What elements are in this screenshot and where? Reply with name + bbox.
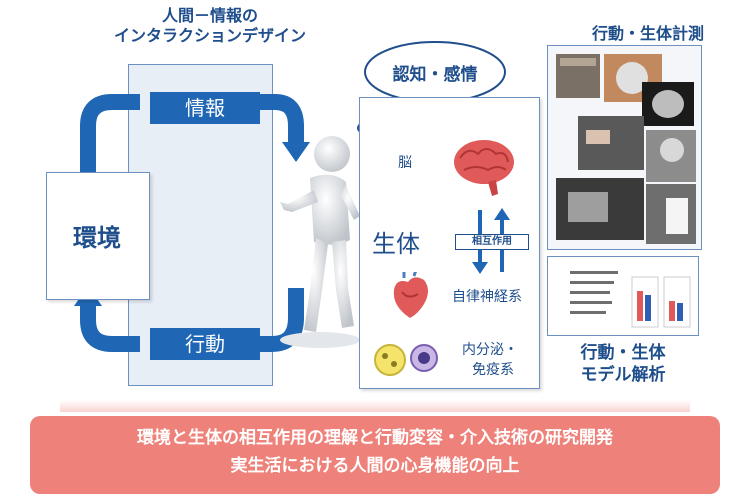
goal-line-1: 環境と生体の相互作用の理解と行動変容・介入技術の研究開発	[137, 428, 613, 448]
environment-box	[46, 172, 150, 300]
model-title-line-1: 行動・生体	[580, 343, 666, 363]
autonomic-label: 自律神経系	[452, 289, 522, 305]
model-chart-icon	[570, 271, 691, 328]
cell-icon	[374, 344, 438, 376]
information-label: 情報	[150, 92, 260, 124]
heart-icon	[393, 272, 428, 318]
human-figure-icon	[280, 136, 360, 348]
model-chart-panel	[547, 256, 699, 336]
goal-box	[30, 416, 720, 494]
body-label: 生体	[372, 230, 420, 258]
environment-label: 環境	[73, 224, 121, 252]
goal-line-2: 実生活における人間の心身機能の向上	[230, 456, 520, 476]
action-label: 行動	[150, 328, 260, 360]
interaction-label: 相互作用	[455, 234, 529, 250]
cognition-label: 認知・感情	[392, 65, 478, 85]
brain-icon	[454, 140, 514, 196]
title-line-2: インタラクションデザイン	[113, 26, 306, 45]
measurement-photos	[547, 45, 702, 250]
endocrine-line-2: 免疫系	[472, 362, 514, 378]
bottom-glow	[60, 400, 690, 412]
endocrine-line-1: 内分泌・	[462, 342, 518, 358]
goal-text: 環境と生体の相互作用の理解と行動変容・介入技術の研究開発 実生活における人間の心…	[30, 424, 720, 480]
photo-collage-icon	[556, 54, 696, 244]
brain-label: 脳	[398, 155, 412, 171]
measurement-title: 行動・生体計測	[591, 24, 704, 43]
endocrine-label: 内分泌・ 免疫系	[462, 340, 542, 380]
diagram-title: 人間－情報の インタラクションデザイン	[105, 6, 315, 46]
model-title-line-2: モデル解析	[580, 365, 666, 385]
title-line-1: 人間－情報の	[161, 6, 258, 25]
model-title: 行動・生体 モデル解析	[548, 342, 698, 386]
